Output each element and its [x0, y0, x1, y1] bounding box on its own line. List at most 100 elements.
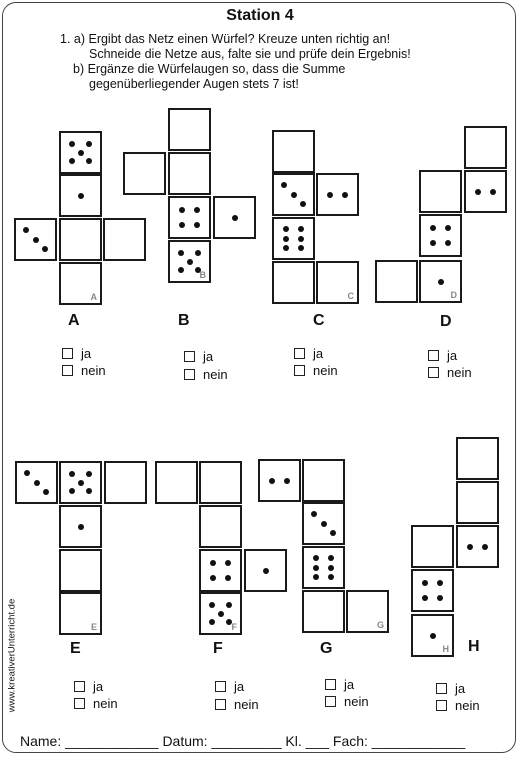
- net-face: [59, 174, 102, 217]
- checkbox[interactable]: [436, 700, 447, 711]
- checkbox[interactable]: [184, 351, 195, 362]
- die-pip: [86, 470, 93, 477]
- net-face: [272, 261, 315, 304]
- checkbox[interactable]: [428, 367, 439, 378]
- option-label: ja: [313, 346, 324, 361]
- net-face: A: [59, 262, 102, 305]
- net-face: [316, 173, 359, 216]
- net-label: E: [70, 640, 81, 657]
- die-pip: [290, 191, 297, 198]
- net-face: [258, 459, 301, 502]
- die-pip: [77, 479, 84, 486]
- net-label: F: [213, 640, 223, 657]
- net-corner-letter: G: [376, 620, 384, 630]
- die-pip: [68, 470, 75, 477]
- checkbox[interactable]: [74, 698, 85, 709]
- die-pip: [313, 564, 320, 571]
- option-ja[interactable]: ja: [325, 677, 354, 693]
- die-pip: [262, 567, 269, 574]
- die-pip: [86, 488, 93, 495]
- die-pip: [179, 207, 186, 214]
- net-face: B: [168, 240, 211, 283]
- net-face: G: [346, 590, 389, 633]
- die-pip: [22, 226, 29, 233]
- net-face: [59, 505, 102, 548]
- net-face: [272, 217, 315, 260]
- checkbox[interactable]: [184, 369, 195, 380]
- die-pip: [68, 488, 75, 495]
- net-face: [123, 152, 166, 195]
- option-label: nein: [81, 363, 106, 378]
- checkbox[interactable]: [62, 348, 73, 359]
- option-nein[interactable]: nein: [325, 694, 369, 710]
- option-label: ja: [455, 681, 466, 696]
- option-nein[interactable]: nein: [74, 696, 118, 712]
- net-face: [411, 525, 454, 568]
- net-face: [155, 461, 198, 504]
- option-ja[interactable]: ja: [428, 348, 457, 364]
- option-label: ja: [344, 677, 355, 692]
- net-face: [244, 549, 287, 592]
- checkbox[interactable]: [294, 348, 305, 359]
- option-ja[interactable]: ja: [215, 679, 244, 695]
- die-pip: [208, 619, 215, 626]
- die-pip: [186, 258, 193, 265]
- option-ja[interactable]: ja: [62, 346, 91, 362]
- die-pip: [217, 610, 224, 617]
- net-face: [104, 461, 147, 504]
- die-pip: [283, 225, 290, 232]
- checkbox[interactable]: [215, 681, 226, 692]
- net-corner-letter: B: [199, 270, 207, 280]
- option-nein[interactable]: nein: [436, 698, 480, 714]
- die-pip: [283, 477, 290, 484]
- net-face: [59, 131, 102, 174]
- net-face: F: [199, 592, 242, 635]
- option-label: ja: [234, 679, 245, 694]
- checkbox[interactable]: [325, 696, 336, 707]
- die-pip: [327, 574, 334, 581]
- option-label: nein: [447, 365, 472, 380]
- die-pip: [177, 249, 184, 256]
- instruction-line-3: b) Ergänze die Würfelaugen so, dass die …: [73, 62, 346, 76]
- net-face: [272, 173, 315, 216]
- checkbox[interactable]: [74, 681, 85, 692]
- die-pip: [297, 225, 304, 232]
- die-pip: [341, 191, 348, 198]
- option-label: nein: [93, 696, 118, 711]
- option-ja[interactable]: ja: [294, 346, 323, 362]
- option-nein[interactable]: nein: [62, 363, 106, 379]
- die-pip: [193, 207, 200, 214]
- net-face: [272, 130, 315, 173]
- checkbox[interactable]: [325, 679, 336, 690]
- checkbox[interactable]: [436, 683, 447, 694]
- checkbox[interactable]: [62, 365, 73, 376]
- option-nein[interactable]: nein: [215, 697, 259, 713]
- option-nein[interactable]: nein: [184, 367, 228, 383]
- option-nein[interactable]: nein: [294, 363, 338, 379]
- checkbox[interactable]: [215, 699, 226, 710]
- net-face: [302, 502, 345, 545]
- option-label: nein: [234, 697, 259, 712]
- die-pip: [444, 225, 451, 232]
- net-face: [168, 152, 211, 195]
- option-ja[interactable]: ja: [436, 681, 465, 697]
- footer-fields: Name: ____________ Datum: _________ Kl. …: [20, 733, 466, 749]
- checkbox[interactable]: [428, 350, 439, 361]
- option-label: ja: [81, 346, 92, 361]
- net-face: [168, 108, 211, 151]
- die-pip: [327, 564, 334, 571]
- die-pip: [269, 477, 276, 484]
- die-pip: [177, 267, 184, 274]
- checkbox[interactable]: [294, 365, 305, 376]
- net-corner-letter: H: [442, 644, 450, 654]
- die-pip: [68, 140, 75, 147]
- option-nein[interactable]: nein: [428, 365, 472, 381]
- net-face: [464, 170, 507, 213]
- die-pip: [224, 560, 231, 567]
- option-ja[interactable]: ja: [74, 679, 103, 695]
- die-pip: [430, 239, 437, 246]
- net-corner-letter: F: [231, 622, 238, 632]
- option-ja[interactable]: ja: [184, 349, 213, 365]
- die-pip: [33, 479, 40, 486]
